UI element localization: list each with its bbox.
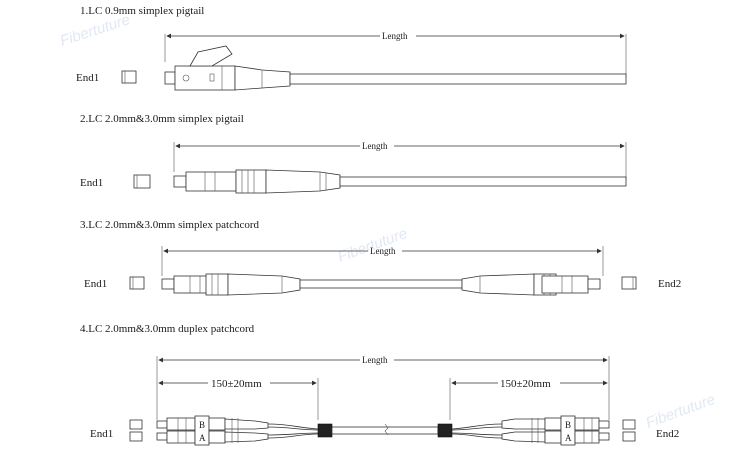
section-4: 4.LC 2.0mm&3.0mm duplex patchcord End1 E…: [80, 323, 679, 446]
label-a: A: [199, 433, 206, 443]
lc-connector-icon: [173, 169, 341, 194]
section-1-length: Length: [382, 31, 408, 41]
section-1: 1.LC 0.9mm simplex pigtail End1 Length: [76, 5, 627, 91]
dust-cap-icon: [622, 419, 636, 430]
label-a-right: A: [565, 433, 572, 443]
lc-connector-icon: [164, 45, 291, 91]
lc-connector-left-icon: [161, 273, 301, 296]
label-b-right: B: [565, 420, 571, 430]
dust-cap-icon: [129, 431, 143, 442]
section-1-title: 1.LC 0.9mm simplex pigtail: [80, 5, 204, 17]
lc-connector-right-icon: [461, 273, 601, 296]
fiber-cable: [331, 426, 439, 435]
dust-cap-icon: [133, 174, 151, 189]
label-b: B: [199, 420, 205, 430]
section-2-length: Length: [362, 141, 388, 151]
section-4-title: 4.LC 2.0mm&3.0mm duplex patchcord: [80, 323, 255, 335]
dust-cap-left-icon: [129, 276, 145, 290]
section-2-title: 2.LC 2.0mm&3.0mm simplex pigtail: [80, 113, 244, 125]
watermark-1: Fibertuture: [58, 11, 132, 50]
dust-cap-icon: [129, 419, 143, 430]
section-2-end1-label: End1: [80, 177, 103, 189]
fiber-cable: [299, 279, 463, 289]
breakout-left-dimension: 150±20mm: [211, 378, 262, 390]
section-3-length: Length: [370, 246, 396, 256]
section-3-end2-label: End2: [658, 278, 681, 290]
section-4-end2-label: End2: [656, 428, 679, 440]
section-4-length: Length: [362, 355, 388, 365]
lc-duplex-connector-right-icon: B A: [501, 415, 610, 446]
fiber-cable: [289, 73, 627, 85]
section-3-end1-label: End1: [84, 278, 107, 290]
section-4-end1-label: End1: [90, 428, 113, 440]
section-2: 2.LC 2.0mm&3.0mm simplex pigtail End1 Le…: [80, 113, 627, 194]
section-3: 3.LC 2.0mm&3.0mm simplex patchcord End1 …: [80, 219, 681, 296]
section-1-end1-label: End1: [76, 72, 99, 84]
dust-cap-icon: [121, 70, 137, 84]
dust-cap-icon: [622, 431, 636, 442]
splitter-boot-left-icon: [317, 423, 333, 438]
watermark-3: Fibertuture: [644, 391, 718, 432]
section-3-title: 3.LC 2.0mm&3.0mm simplex patchcord: [80, 219, 260, 231]
dust-cap-right-icon: [621, 276, 637, 290]
breakout-right-dimension: 150±20mm: [500, 378, 551, 390]
splitter-boot-right-icon: [437, 423, 453, 438]
fiber-cable: [339, 176, 627, 187]
lc-duplex-connector-left-icon: B A: [156, 415, 269, 446]
